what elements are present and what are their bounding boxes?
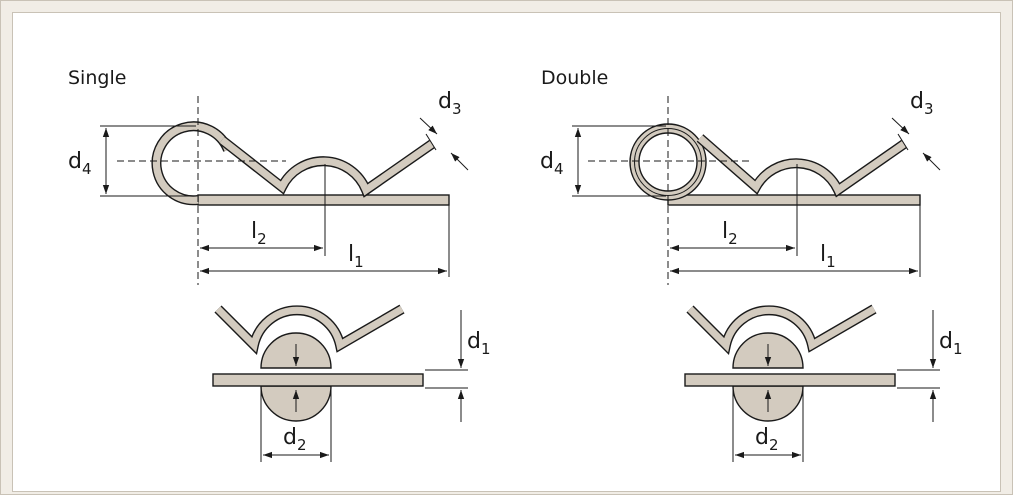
double-title: Double xyxy=(541,67,608,89)
double-wavy-leg xyxy=(696,133,909,198)
single-d2-label: d2 xyxy=(283,425,307,454)
single-d3-label: d3 xyxy=(438,89,462,118)
double-section-bar xyxy=(684,373,896,387)
single-title: Single xyxy=(68,67,126,89)
double-d3-arrow-b xyxy=(922,152,941,171)
diagram-panel xyxy=(12,12,1001,492)
single-l2-label: l2 xyxy=(251,219,267,248)
double-d1-label: d1 xyxy=(939,329,963,358)
double-d3-arrow-a xyxy=(891,117,910,135)
double-l1-label: l1 xyxy=(820,242,836,271)
double-variant: Double d4 d3 l2 l1 xyxy=(540,67,941,285)
double-l2-label: l2 xyxy=(722,219,738,248)
single-straight-leg xyxy=(197,194,450,206)
single-cross-section: d1 d2 xyxy=(212,304,491,462)
single-section-wire xyxy=(214,304,405,356)
single-d3-arrow-a xyxy=(419,117,438,135)
double-straight-leg xyxy=(667,194,921,206)
double-d3-label: d3 xyxy=(910,89,934,118)
double-section-wire xyxy=(686,304,877,356)
double-d4-label: d4 xyxy=(540,149,564,178)
single-d3-arrow-b xyxy=(450,152,469,171)
double-d2-label: d2 xyxy=(755,425,779,454)
single-section-bar xyxy=(212,373,424,387)
single-d4-label: d4 xyxy=(68,149,92,178)
single-l1-label: l1 xyxy=(348,242,364,271)
double-cross-section: d1 d2 xyxy=(684,304,963,462)
single-d1-label: d1 xyxy=(467,329,491,358)
single-loop xyxy=(151,121,233,206)
single-wavy-leg xyxy=(218,133,437,198)
single-variant: Single d4 d3 l2 l1 xyxy=(68,67,469,285)
